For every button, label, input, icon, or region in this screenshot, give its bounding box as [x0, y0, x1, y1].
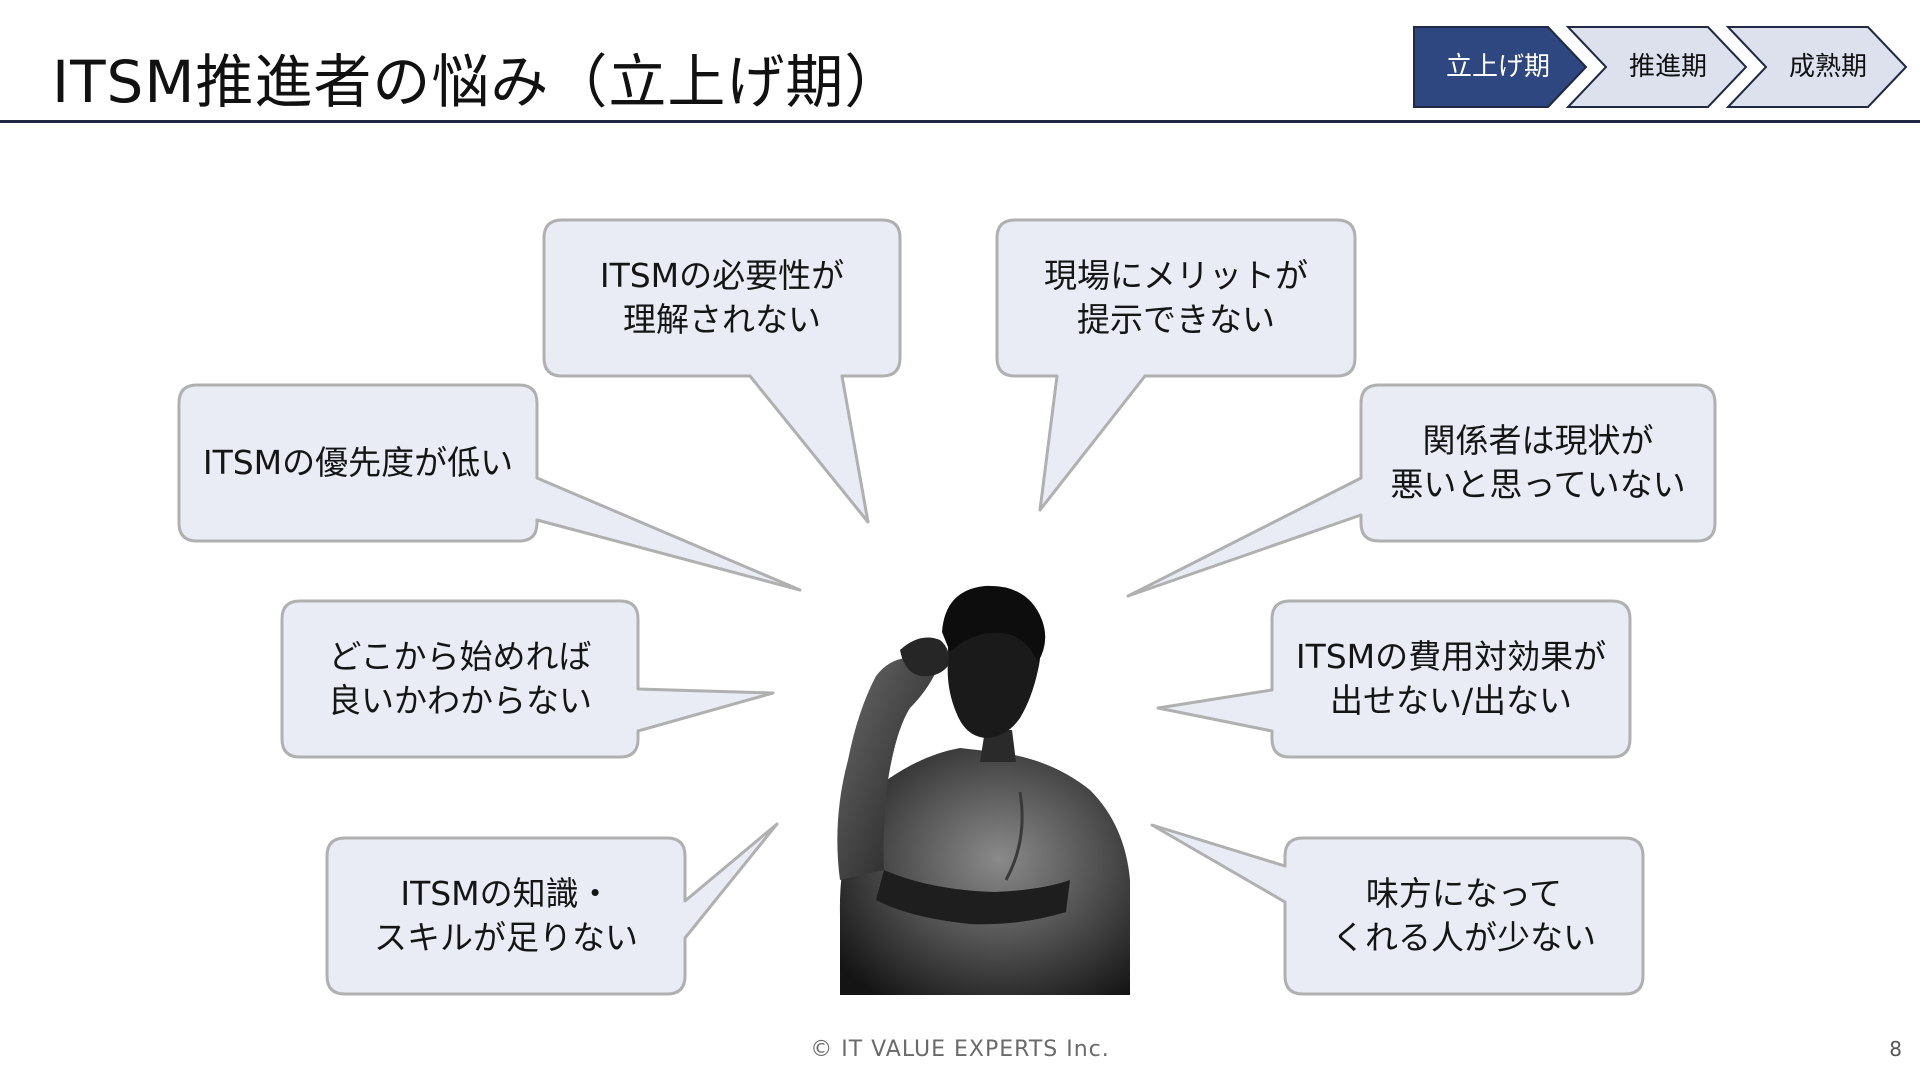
concern-text: 味方になって	[1332, 872, 1596, 916]
concern-text: 提示できない	[1044, 298, 1308, 342]
concern-bubble-7: ITSMの知識・スキルが足りない	[327, 838, 685, 994]
concern-text: 悪いと思っていない	[1390, 463, 1685, 507]
concern-bubble-6: ITSMの費用対効果が出せない/出ない	[1272, 601, 1630, 757]
worried-person-silhouette	[780, 580, 1160, 995]
page-number: 8	[1889, 1037, 1902, 1061]
concern-text: ITSMの必要性が	[600, 254, 844, 298]
copyright-footer: © IT VALUE EXPERTS Inc.	[0, 1037, 1920, 1062]
concern-bubble-5: どこから始めれば良いかわからない	[282, 601, 638, 757]
concern-bubble-1: ITSMの必要性が理解されない	[544, 220, 900, 376]
concern-text: ITSMの優先度が低い	[203, 441, 513, 485]
concern-text: スキルが足りない	[374, 916, 638, 960]
concern-text: くれる人が少ない	[1332, 916, 1596, 960]
concern-bubble-3: ITSMの優先度が低い	[179, 385, 537, 541]
person-silhouette-image	[780, 580, 1160, 995]
concern-bubble-4: 関係者は現状が悪いと思っていない	[1361, 385, 1715, 541]
concern-bubble-2: 現場にメリットが提示できない	[997, 220, 1355, 376]
concern-text: 良いかわからない	[328, 679, 592, 723]
concern-text: どこから始めれば	[328, 635, 592, 679]
concern-text: 関係者は現状が	[1390, 419, 1685, 463]
concern-text: 出せない/出ない	[1296, 679, 1606, 723]
concern-bubble-8: 味方になってくれる人が少ない	[1285, 838, 1643, 994]
concern-text: ITSMの費用対効果が	[1296, 635, 1606, 679]
concern-text: ITSMの知識・	[374, 872, 638, 916]
concern-text: 現場にメリットが	[1044, 254, 1308, 298]
concern-text: 理解されない	[600, 298, 844, 342]
